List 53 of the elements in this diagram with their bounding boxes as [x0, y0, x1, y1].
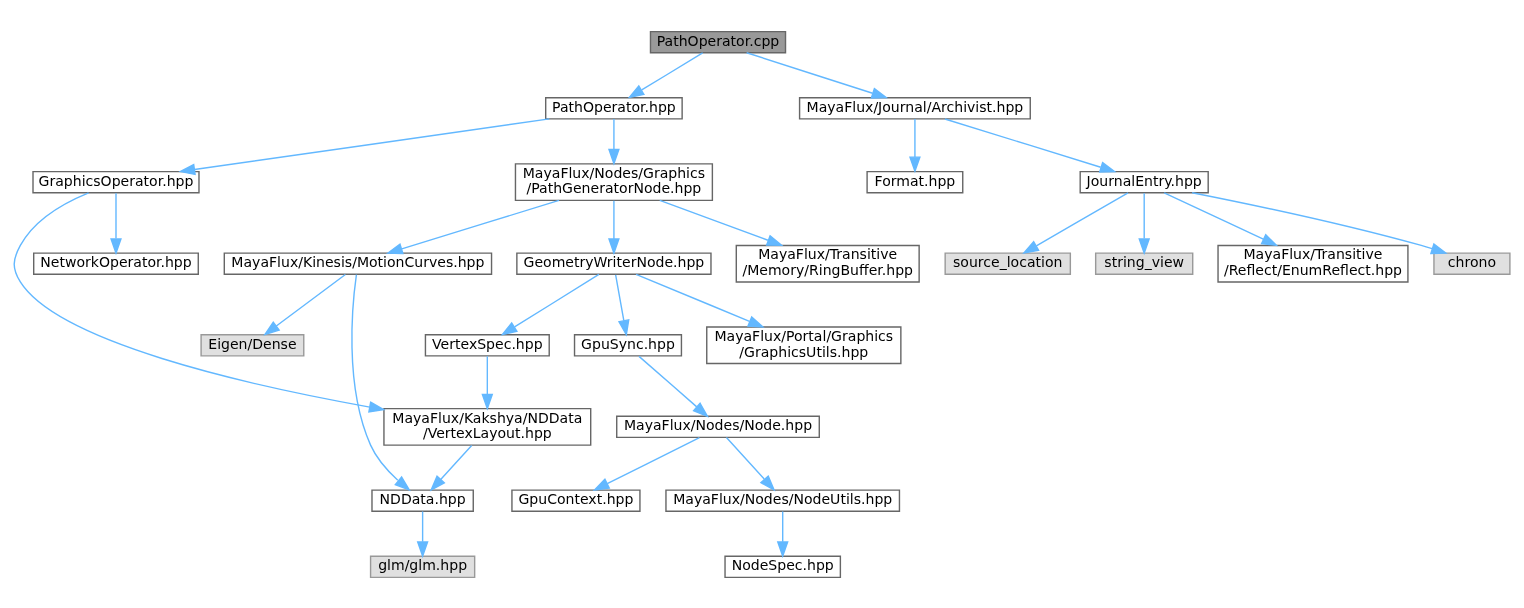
arrow: [614, 273, 630, 337]
arrow: [263, 273, 347, 336]
node-box: source_location: [944, 251, 1072, 275]
node-box: MayaFlux/Transitive /Memory/RingBuffer.hpp: [735, 244, 920, 283]
arrow: [178, 117, 551, 175]
arrow: [608, 117, 620, 166]
arrow: [745, 51, 889, 99]
arrow: [592, 436, 701, 491]
node-box: Format.hpp: [866, 170, 964, 193]
node-box: PathOperator.hpp: [545, 96, 683, 120]
node-box: MayaFlux/Nodes/NodeUtils.hpp: [665, 488, 901, 512]
node-box: GpuContext.hpp: [511, 488, 641, 512]
arrow: [608, 199, 620, 255]
arrow: [416, 510, 429, 558]
node-box: Eigen/Dense: [200, 333, 305, 357]
arrow: [776, 510, 789, 558]
node-box: chrono: [1433, 251, 1511, 275]
arrow: [481, 355, 494, 411]
node-box: NDData.hpp: [371, 488, 474, 512]
node-box: MayaFlux/Nodes/Graphics /PathGeneratorNode.hpp: [514, 162, 714, 201]
arrow: [1163, 191, 1279, 246]
arrow: [627, 51, 704, 99]
node-box: MayaFlux/Nodes/Node.hpp: [616, 415, 820, 438]
arrow: [110, 192, 122, 255]
arrow: [429, 444, 473, 491]
node-box: MayaFlux/Portal/Graphics /GraphicsUtils.hpp: [706, 325, 902, 364]
arrow: [13, 191, 386, 413]
arrow: [659, 199, 784, 246]
arrow: [351, 273, 411, 491]
node-box: MayaFlux/Kakshya/NDData /VertexLayout.hpp: [383, 407, 592, 446]
node-box: PathOperator.cpp: [649, 30, 787, 53]
node-box: NetworkOperator.hpp: [33, 251, 199, 275]
arrow: [1191, 191, 1448, 254]
node-box: glm/glm.hpp: [369, 555, 476, 578]
node-box: VertexSpec.hpp: [424, 333, 550, 357]
node-box: MayaFlux/Transitive /Reflect/EnumReflect.hpp: [1217, 244, 1409, 283]
arrow: [944, 117, 1117, 173]
node-box: NodeSpec.hpp: [724, 555, 842, 578]
node-box: GpuSync.hpp: [573, 333, 683, 357]
node-box: MayaFlux/Kinesis/MotionCurves.hpp: [223, 251, 493, 275]
arrow: [1138, 192, 1151, 255]
arrow: [500, 273, 600, 336]
arrow: [635, 273, 765, 328]
node-box: string_view: [1094, 251, 1194, 275]
arrow: [385, 199, 560, 254]
node-box: MayaFlux/Journal/Archivist.hpp: [798, 96, 1031, 120]
arrow: [638, 355, 710, 418]
node-box: GraphicsOperator.hpp: [32, 170, 200, 193]
arrow: [725, 436, 776, 491]
node-box: JournalEntry.hpp: [1079, 170, 1209, 193]
node-box: GeometryWriterNode.hpp: [516, 251, 712, 275]
arrow: [909, 117, 921, 173]
arrow: [1022, 191, 1129, 254]
